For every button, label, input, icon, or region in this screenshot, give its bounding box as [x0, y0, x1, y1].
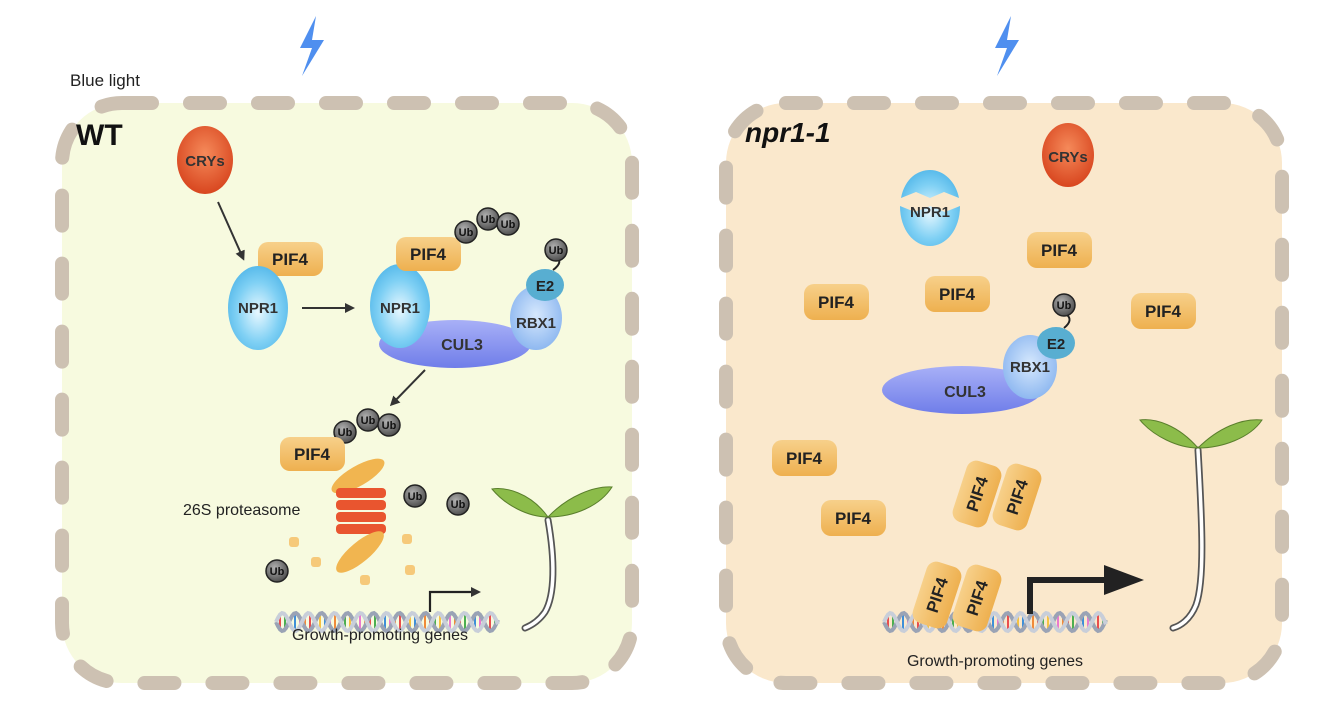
poly-ub-1-label: Ub	[459, 227, 474, 239]
npr1-complex-protein	[370, 264, 430, 348]
free-ub-3-icon	[265, 559, 289, 583]
mutant-pif4-8: PIF4	[992, 463, 1042, 531]
rbx1-label: RBX1	[516, 315, 556, 332]
blue-light-label: Blue light	[70, 71, 140, 90]
mutant-pif4-4-box	[1131, 293, 1196, 329]
mutant-pif4-6-box	[821, 500, 886, 536]
dna-strand	[274, 610, 500, 634]
deg-ub-3-icon	[377, 413, 401, 437]
e2-label: E2	[536, 278, 554, 295]
wt-panel-label: WT	[76, 119, 123, 152]
rbx1-protein	[510, 286, 562, 350]
wt-genes-label: Growth-promoting genes	[292, 627, 468, 644]
cul3-label: CUL3	[441, 337, 483, 354]
cry-to-npr1-arrow	[217, 201, 245, 261]
wt-panel: Blue light WT CRYs PIF4 NPR1 CUL3 RBX1 E…	[55, 16, 639, 690]
pif4-degraded-label: PIF4	[294, 445, 330, 464]
mutant-pif4-4-label: PIF4	[1145, 302, 1181, 321]
mutant-promoter-arrow	[1027, 565, 1144, 614]
mutant-pif4-1-label: PIF4	[1041, 241, 1077, 260]
mutant-npr1-label: NPR1	[910, 204, 950, 221]
mutant-e2-ub-icon	[1052, 293, 1076, 317]
cry-label: CRYs	[185, 153, 224, 170]
mutant-pif4-2-box	[925, 276, 990, 312]
mutant-cry-label: CRYs	[1048, 149, 1087, 166]
peptide-fragments	[289, 534, 415, 585]
wt-cell-background	[62, 103, 632, 683]
blue-light-bolt-icon-2	[995, 16, 1019, 76]
pif4-bound-box	[396, 237, 461, 271]
free-ub-1-icon	[403, 484, 427, 508]
pif4-label: PIF4	[272, 250, 308, 269]
npr1-complex-label: NPR1	[380, 300, 420, 317]
mutant-pif4-10: PIF4	[952, 564, 1002, 632]
mutant-pif4-5-label: PIF4	[786, 449, 822, 468]
dna-strand	[882, 610, 1108, 634]
blue-light-bolt-icon	[300, 16, 324, 76]
poly-ub-3-label: Ub	[501, 219, 516, 231]
npr1-protein	[228, 266, 288, 350]
mutant-pif4-1-box	[1027, 232, 1092, 268]
e2-ub-label: Ub	[549, 245, 564, 257]
free-ub-2-label: Ub	[451, 499, 466, 511]
mutant-cul3-scaffold	[882, 366, 1042, 414]
mutant-pif4-3-label: PIF4	[818, 293, 854, 312]
mutant-e2-enzyme	[1037, 327, 1075, 359]
poly-ub-1-icon	[454, 220, 478, 244]
e2-enzyme	[526, 269, 564, 301]
mutant-seedling-right-leaf	[1196, 419, 1263, 449]
free-ub-3-label: Ub	[270, 566, 285, 578]
wt-seedling-stem-fill	[523, 518, 555, 630]
pif4-box	[258, 242, 323, 276]
mutant-pif4-9: PIF4	[912, 561, 962, 629]
wt-seedling-left-leaf	[491, 488, 549, 518]
mutant-genes-label: Growth-promoting genes	[907, 653, 1083, 670]
mutant-pif4-7: PIF4	[952, 460, 1002, 528]
mutant-npr1-protein	[900, 170, 960, 246]
wt-seedling-right-leaf	[546, 486, 613, 518]
mutant-e2-ub-label: Ub	[1057, 300, 1072, 312]
degradation-arrow	[389, 369, 426, 407]
mutant-pif4-5-box	[772, 440, 837, 476]
mutant-cry-photoreceptor	[1042, 123, 1094, 187]
pif4-bound-label: PIF4	[410, 245, 446, 264]
proteasome-label: 26S proteasome	[183, 502, 301, 519]
poly-ub-3-icon	[496, 212, 520, 236]
npr1-1-panel: npr1-1 CRYs NPR1 PIF4 PIF4 PIF4 PIF4 PIF…	[719, 16, 1289, 690]
wt-cell-membrane	[55, 96, 639, 690]
proteasome-cap-top	[331, 458, 385, 494]
mutant-pif4-3-box	[804, 284, 869, 320]
deg-ub-2-label: Ub	[361, 415, 376, 427]
mutant-e2-label: E2	[1047, 336, 1065, 353]
proteasome-cap-bottom	[336, 531, 384, 573]
mutant-rbx1-label: RBX1	[1010, 359, 1050, 376]
e2-ub-icon	[544, 238, 568, 262]
proteasome-core	[336, 488, 386, 534]
wt-promoter-arrow	[428, 587, 481, 612]
mutant-seedling-left-leaf	[1139, 419, 1200, 449]
mutant-pif4-6-label: PIF4	[835, 509, 871, 528]
deg-ub-3-label: Ub	[382, 420, 397, 432]
mutant-pif4-2-label: PIF4	[939, 285, 975, 304]
deg-ub-1-label: Ub	[338, 427, 353, 439]
cry-photoreceptor	[177, 126, 233, 194]
npr1-label: NPR1	[238, 300, 278, 317]
mutant-dna-helix	[882, 610, 1108, 634]
mutant-cell-membrane	[719, 96, 1289, 690]
mutant-cul3-label: CUL3	[944, 384, 986, 401]
mutant-panel-label: npr1-1	[745, 117, 831, 148]
poly-ub-2-label: Ub	[481, 214, 496, 226]
wt-dna-helix	[274, 610, 500, 634]
pif4-degraded-box	[280, 437, 345, 471]
free-ub-2-icon	[446, 492, 470, 516]
free-ub-1-label: Ub	[408, 491, 423, 503]
mutant-seedling-stem-fill	[1171, 448, 1204, 630]
dna-strand	[274, 610, 500, 634]
deg-ub-1-icon	[333, 420, 357, 444]
